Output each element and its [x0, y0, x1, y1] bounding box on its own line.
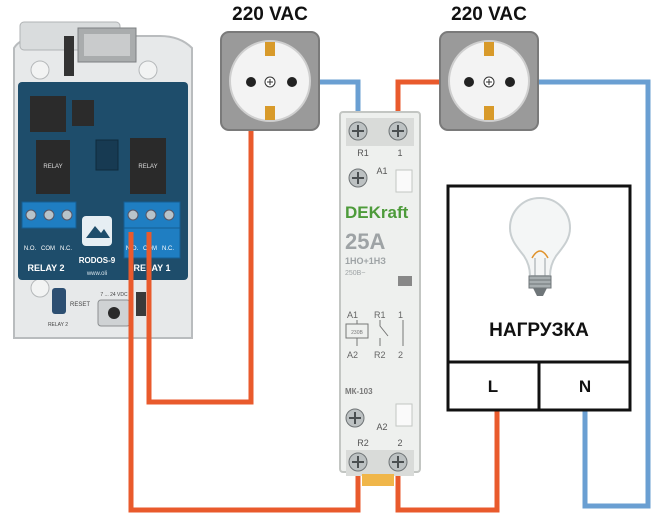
relay2-terminal-no: N.O. — [24, 246, 37, 252]
phase-wire-socket1-to-relay — [146, 82, 254, 405]
socket-left: 220 VAC — [220, 4, 320, 131]
chip — [30, 96, 66, 132]
terminal-label-1: 1 — [397, 148, 402, 158]
schematic-2: 2 — [398, 350, 403, 360]
socket-hole-left — [464, 77, 474, 87]
terminal-label-r2: R2 — [357, 438, 369, 448]
load-box: НАГРУЗКА L N — [446, 184, 632, 412]
relay2-terminal-nc: N.C. — [60, 246, 72, 252]
ground-contact-top — [265, 42, 275, 56]
load-terminal-n: N — [579, 377, 591, 396]
controller-device: RELAY RELAY N.O. COM N.C. N.O. COM N.C. … — [13, 21, 193, 339]
contactor-brand: DEKraft — [345, 203, 409, 222]
relay-2-component — [36, 140, 70, 194]
contactor-config: 1НО+1НЗ — [345, 256, 386, 266]
schematic-coil-label: 230В — [351, 330, 363, 336]
socket-left-voltage-label: 220 VAC — [232, 4, 308, 25]
din-rail-clip — [362, 474, 394, 486]
contactor-model: МК-103 — [345, 387, 373, 396]
svg-text:RELAY: RELAY — [43, 164, 62, 170]
relay-2-label: RELAY 2 — [27, 263, 64, 273]
schematic-a1: A1 — [347, 310, 358, 320]
socket-right-voltage-label: 220 VAC — [451, 4, 527, 25]
relay1-terminal-nc: N.C. — [162, 246, 174, 252]
phase-wire-contactor-2-to-load-l — [395, 410, 500, 513]
reset-label: RESET — [70, 302, 90, 308]
schematic-a2: A2 — [347, 350, 358, 360]
controller-url: www.oli — [86, 271, 107, 277]
load-terminal-l: L — [488, 377, 498, 396]
svg-text:RELAY: RELAY — [138, 164, 157, 170]
contactor-voltage: 250В~ — [345, 270, 365, 277]
ground-contact-bottom — [265, 106, 275, 120]
coil-bottom-label: A2 — [376, 422, 387, 432]
contactor-current: 25A — [345, 229, 385, 254]
phase-wire-relay-to-contactor-a2 — [128, 232, 361, 513]
power-label: 7 ... 24 VDC — [100, 292, 128, 298]
terminal-label-r1: R1 — [357, 148, 369, 158]
reset-button[interactable] — [52, 288, 66, 314]
schematic-r1: R1 — [374, 310, 386, 320]
socket-right: 220 VAC — [439, 4, 539, 131]
relay-1-label: RELAY 1 — [133, 263, 170, 273]
schematic-r2: R2 — [374, 350, 386, 360]
socket-hole-left — [246, 77, 256, 87]
controller-brand: RODOS-9 — [79, 256, 116, 265]
load-label: НАГРУЗКА — [489, 320, 589, 341]
socket-hole-right — [287, 77, 297, 87]
relay2-terminal-com: COM — [41, 246, 55, 252]
light-bulb-icon — [508, 196, 572, 296]
socket-hole-right — [505, 77, 515, 87]
coil-top-label: A1 — [376, 166, 387, 176]
schematic-1: 1 — [398, 310, 403, 320]
terminal-label-2: 2 — [397, 438, 402, 448]
relay-2-bottom-label: RELAY 2 — [48, 322, 68, 328]
relay-1-component — [130, 138, 166, 194]
neutral-wire-socket2-to-load-n — [510, 79, 651, 509]
contactor: R1 1 A1 DEKraft 25A 1НО+1НЗ 250В~ A1 R1 … — [339, 111, 421, 486]
